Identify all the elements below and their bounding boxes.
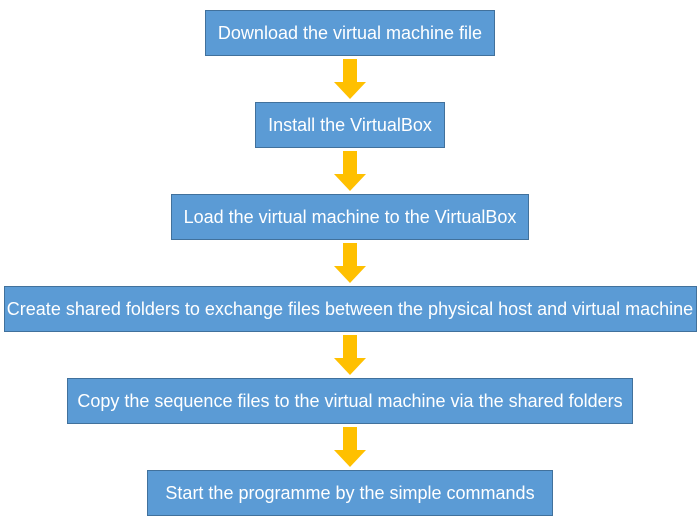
down-arrow-stem	[343, 243, 357, 266]
down-arrow-icon	[334, 59, 366, 99]
down-arrow-icon	[334, 243, 366, 283]
flow-step-create-shared-folders: Create shared folders to exchange files …	[3, 286, 697, 332]
flow-step-start-programme: Start the programme by the simple comman…	[147, 470, 553, 516]
down-arrow-head	[334, 266, 366, 283]
down-arrow-head	[334, 82, 366, 99]
flowchart: Download the virtual machine file Instal…	[3, 10, 697, 516]
flow-step-load-vm: Load the virtual machine to the VirtualB…	[171, 194, 529, 240]
down-arrow-head	[334, 450, 366, 467]
down-arrow-icon	[334, 151, 366, 191]
down-arrow-stem	[343, 59, 357, 82]
down-arrow-icon	[334, 335, 366, 375]
flow-step-download-vm-file: Download the virtual machine file	[205, 10, 495, 56]
down-arrow-stem	[343, 151, 357, 174]
flow-step-copy-sequence-files: Copy the sequence files to the virtual m…	[67, 378, 633, 424]
down-arrow-icon	[334, 427, 366, 467]
down-arrow-stem	[343, 427, 357, 450]
down-arrow-stem	[343, 335, 357, 358]
down-arrow-head	[334, 174, 366, 191]
flow-step-install-virtualbox: Install the VirtualBox	[255, 102, 445, 148]
down-arrow-head	[334, 358, 366, 375]
